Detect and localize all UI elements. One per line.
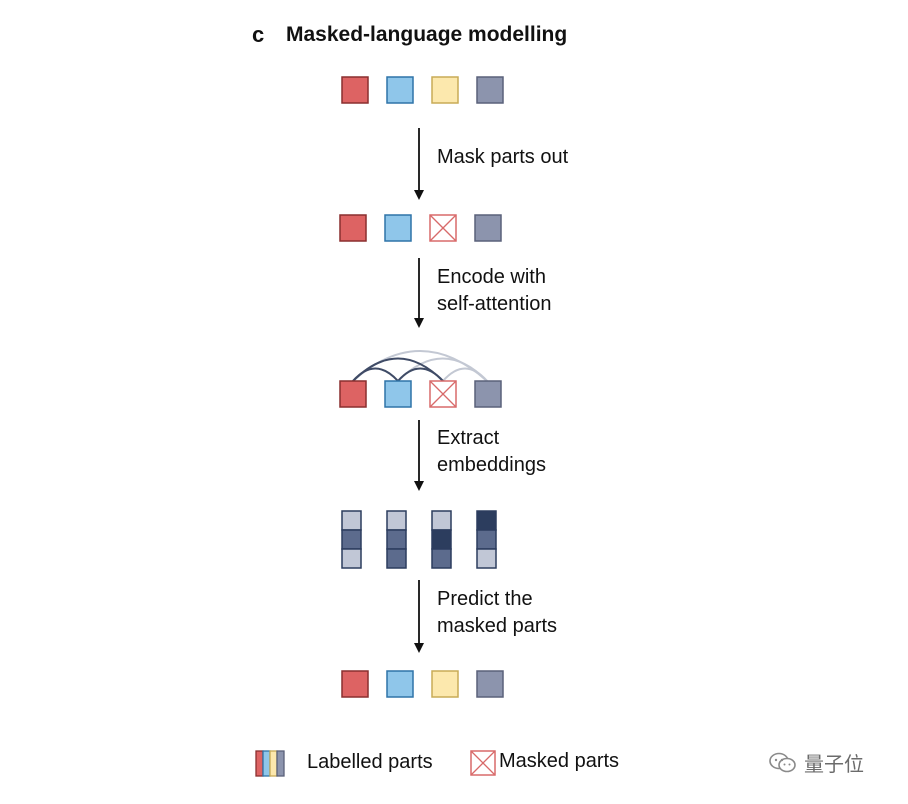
attention-arc-dark-3 xyxy=(397,367,444,382)
legend-masked-swatch-icon xyxy=(470,750,496,776)
input-square-blue xyxy=(386,76,414,104)
embedding-column-3 xyxy=(431,510,452,569)
step-label-2: Encode with self-attention xyxy=(437,264,552,318)
diagram-title: Masked-language modelling xyxy=(286,23,568,46)
legend-masked-label: Masked parts xyxy=(499,750,620,772)
step-label-4-line1: Predict the xyxy=(437,588,533,610)
masked-row-square-blue xyxy=(384,214,412,242)
attention-arcs xyxy=(352,350,488,382)
step-label-3: Extract embeddings xyxy=(437,425,546,479)
step-label-1-line1: Mask parts out xyxy=(437,146,569,168)
watermark-text: 量子位 xyxy=(804,752,864,776)
embedding-column-4 xyxy=(476,510,497,569)
watermark: 量子位 xyxy=(768,748,864,777)
input-row xyxy=(341,76,504,104)
input-square-yellow xyxy=(431,76,459,104)
legend-labelled-label: Labelled parts xyxy=(307,751,433,773)
encoded-masked-square-icon xyxy=(429,380,457,408)
embedding-column-2 xyxy=(386,510,407,569)
step-label-4-line2: masked parts xyxy=(437,615,558,637)
step-label-3-line1: Extract xyxy=(437,427,500,449)
encoded-square-red xyxy=(339,380,367,408)
output-square-blue xyxy=(386,670,414,698)
wechat-icon xyxy=(769,752,796,772)
output-square-gray xyxy=(476,670,504,698)
input-square-gray xyxy=(476,76,504,104)
embedding-column-1 xyxy=(341,510,362,569)
embeddings-row xyxy=(341,510,497,569)
step-label-2-line1: Encode with xyxy=(437,266,546,288)
encoded-row xyxy=(339,380,502,408)
step-label-1: Mask parts out xyxy=(437,144,568,171)
masked-row xyxy=(339,214,502,242)
masked-row-square-red xyxy=(339,214,367,242)
step-label-3-line2: embeddings xyxy=(437,454,546,476)
legend-labelled-swatch xyxy=(255,750,285,777)
encoded-square-blue xyxy=(384,380,412,408)
masked-square-icon xyxy=(429,214,457,242)
step-label-2-line2: self-attention xyxy=(437,293,552,315)
input-square-red xyxy=(341,76,369,104)
masked-row-square-gray xyxy=(474,214,502,242)
output-square-red xyxy=(341,670,369,698)
panel-letter: c xyxy=(252,22,265,47)
step-label-4: Predict the masked parts xyxy=(437,586,557,640)
attention-arc-light-3 xyxy=(442,367,488,382)
encoded-square-gray xyxy=(474,380,502,408)
output-row xyxy=(341,670,504,698)
output-square-yellow xyxy=(431,670,459,698)
